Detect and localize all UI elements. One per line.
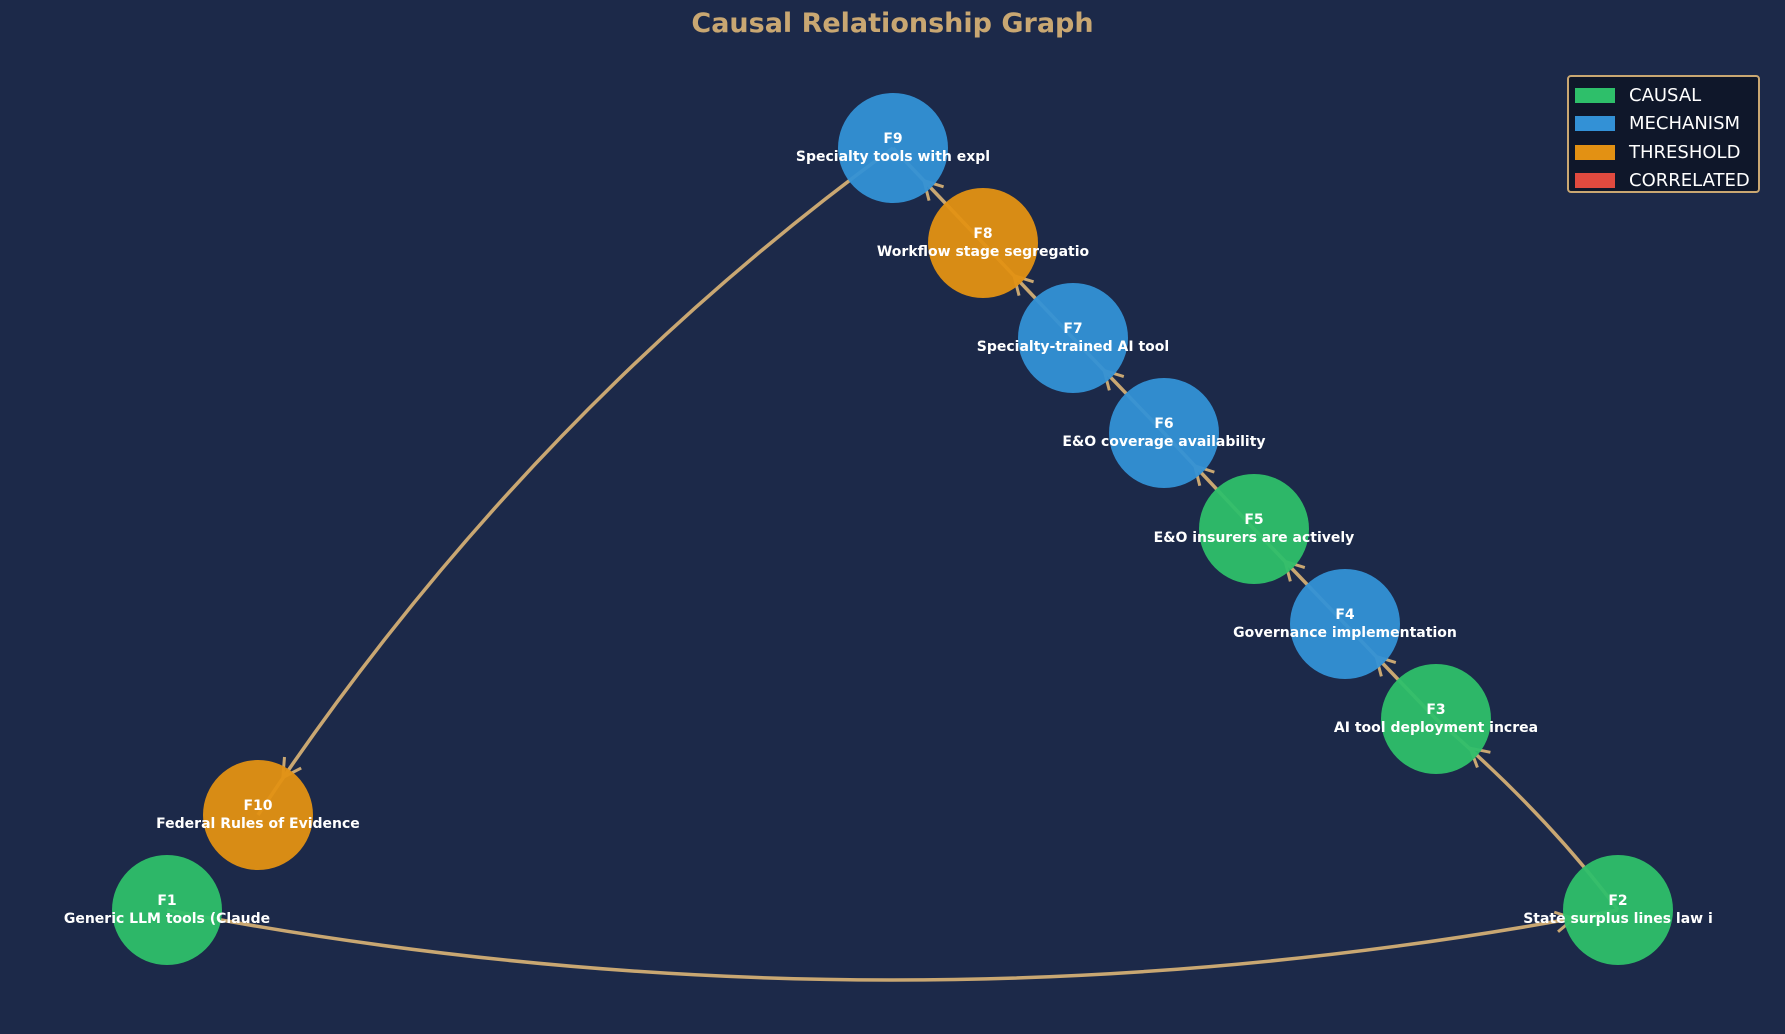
node-label: Specialty-trained AI tool xyxy=(977,339,1169,355)
edges-layer xyxy=(166,146,1620,982)
legend-swatch-threshold xyxy=(1575,144,1615,160)
node-label: Workflow stage segregatio xyxy=(877,244,1090,260)
legend-label-threshold: THRESHOLD xyxy=(1629,141,1741,163)
node-circle xyxy=(112,855,222,965)
edge-f9-f10 xyxy=(256,146,895,816)
legend-item-correlated: CORRELATED xyxy=(1575,167,1758,196)
legend-label-causal: CAUSAL xyxy=(1629,84,1702,106)
edge-line xyxy=(166,908,1619,982)
node-id: F8 xyxy=(973,226,992,242)
legend-item-causal: CAUSAL xyxy=(1575,81,1758,110)
node-circle xyxy=(1109,378,1219,488)
node-id: F3 xyxy=(1426,702,1445,718)
legend-item-mechanism: MECHANISM xyxy=(1575,110,1758,139)
node-f5[interactable]: F5E&O insurers are actively xyxy=(1154,474,1355,584)
legend: CAUSAL MECHANISM THRESHOLD CORRELATED xyxy=(1567,75,1760,193)
legend-swatch-causal xyxy=(1575,87,1615,103)
node-f3[interactable]: F3 AI tool deployment increa xyxy=(1334,664,1538,774)
node-f6[interactable]: F6E&O coverage availability xyxy=(1062,378,1266,488)
legend-item-threshold: THRESHOLD xyxy=(1575,138,1758,167)
node-circle xyxy=(1381,664,1491,774)
node-label: Governance implementation xyxy=(1233,625,1457,641)
node-label: E&O coverage availability xyxy=(1062,434,1265,450)
legend-label-mechanism: MECHANISM xyxy=(1629,113,1741,135)
edge-line xyxy=(256,146,895,816)
node-label: State surplus lines law i xyxy=(1523,911,1713,927)
node-id: F2 xyxy=(1608,893,1627,909)
node-label: Generic LLM tools (Claude xyxy=(64,911,270,927)
node-id: F5 xyxy=(1244,512,1263,528)
node-circle xyxy=(1018,283,1128,393)
node-label: AI tool deployment increa xyxy=(1334,720,1538,736)
node-circle xyxy=(1563,855,1673,965)
node-label: Specialty tools with expl xyxy=(796,149,990,165)
node-id: F1 xyxy=(157,893,176,909)
node-id: F6 xyxy=(1154,416,1173,432)
legend-swatch-mechanism xyxy=(1575,116,1615,132)
node-circle xyxy=(1199,474,1309,584)
node-id: F7 xyxy=(1063,321,1082,337)
node-id: F9 xyxy=(883,131,902,147)
node-circle xyxy=(1290,569,1400,679)
graph-title: Causal Relationship Graph xyxy=(691,8,1094,39)
node-id: F10 xyxy=(243,798,272,814)
node-label: E&O insurers are actively xyxy=(1154,530,1355,546)
legend-swatch-correlated xyxy=(1575,173,1615,189)
node-circle xyxy=(838,93,948,203)
edge-f1-f2 xyxy=(166,908,1619,982)
node-id: F4 xyxy=(1335,607,1355,623)
node-circle xyxy=(928,188,1038,298)
legend-label-correlated: CORRELATED xyxy=(1629,170,1750,192)
node-circle xyxy=(203,760,313,870)
node-label: Federal Rules of Evidence xyxy=(156,816,360,832)
